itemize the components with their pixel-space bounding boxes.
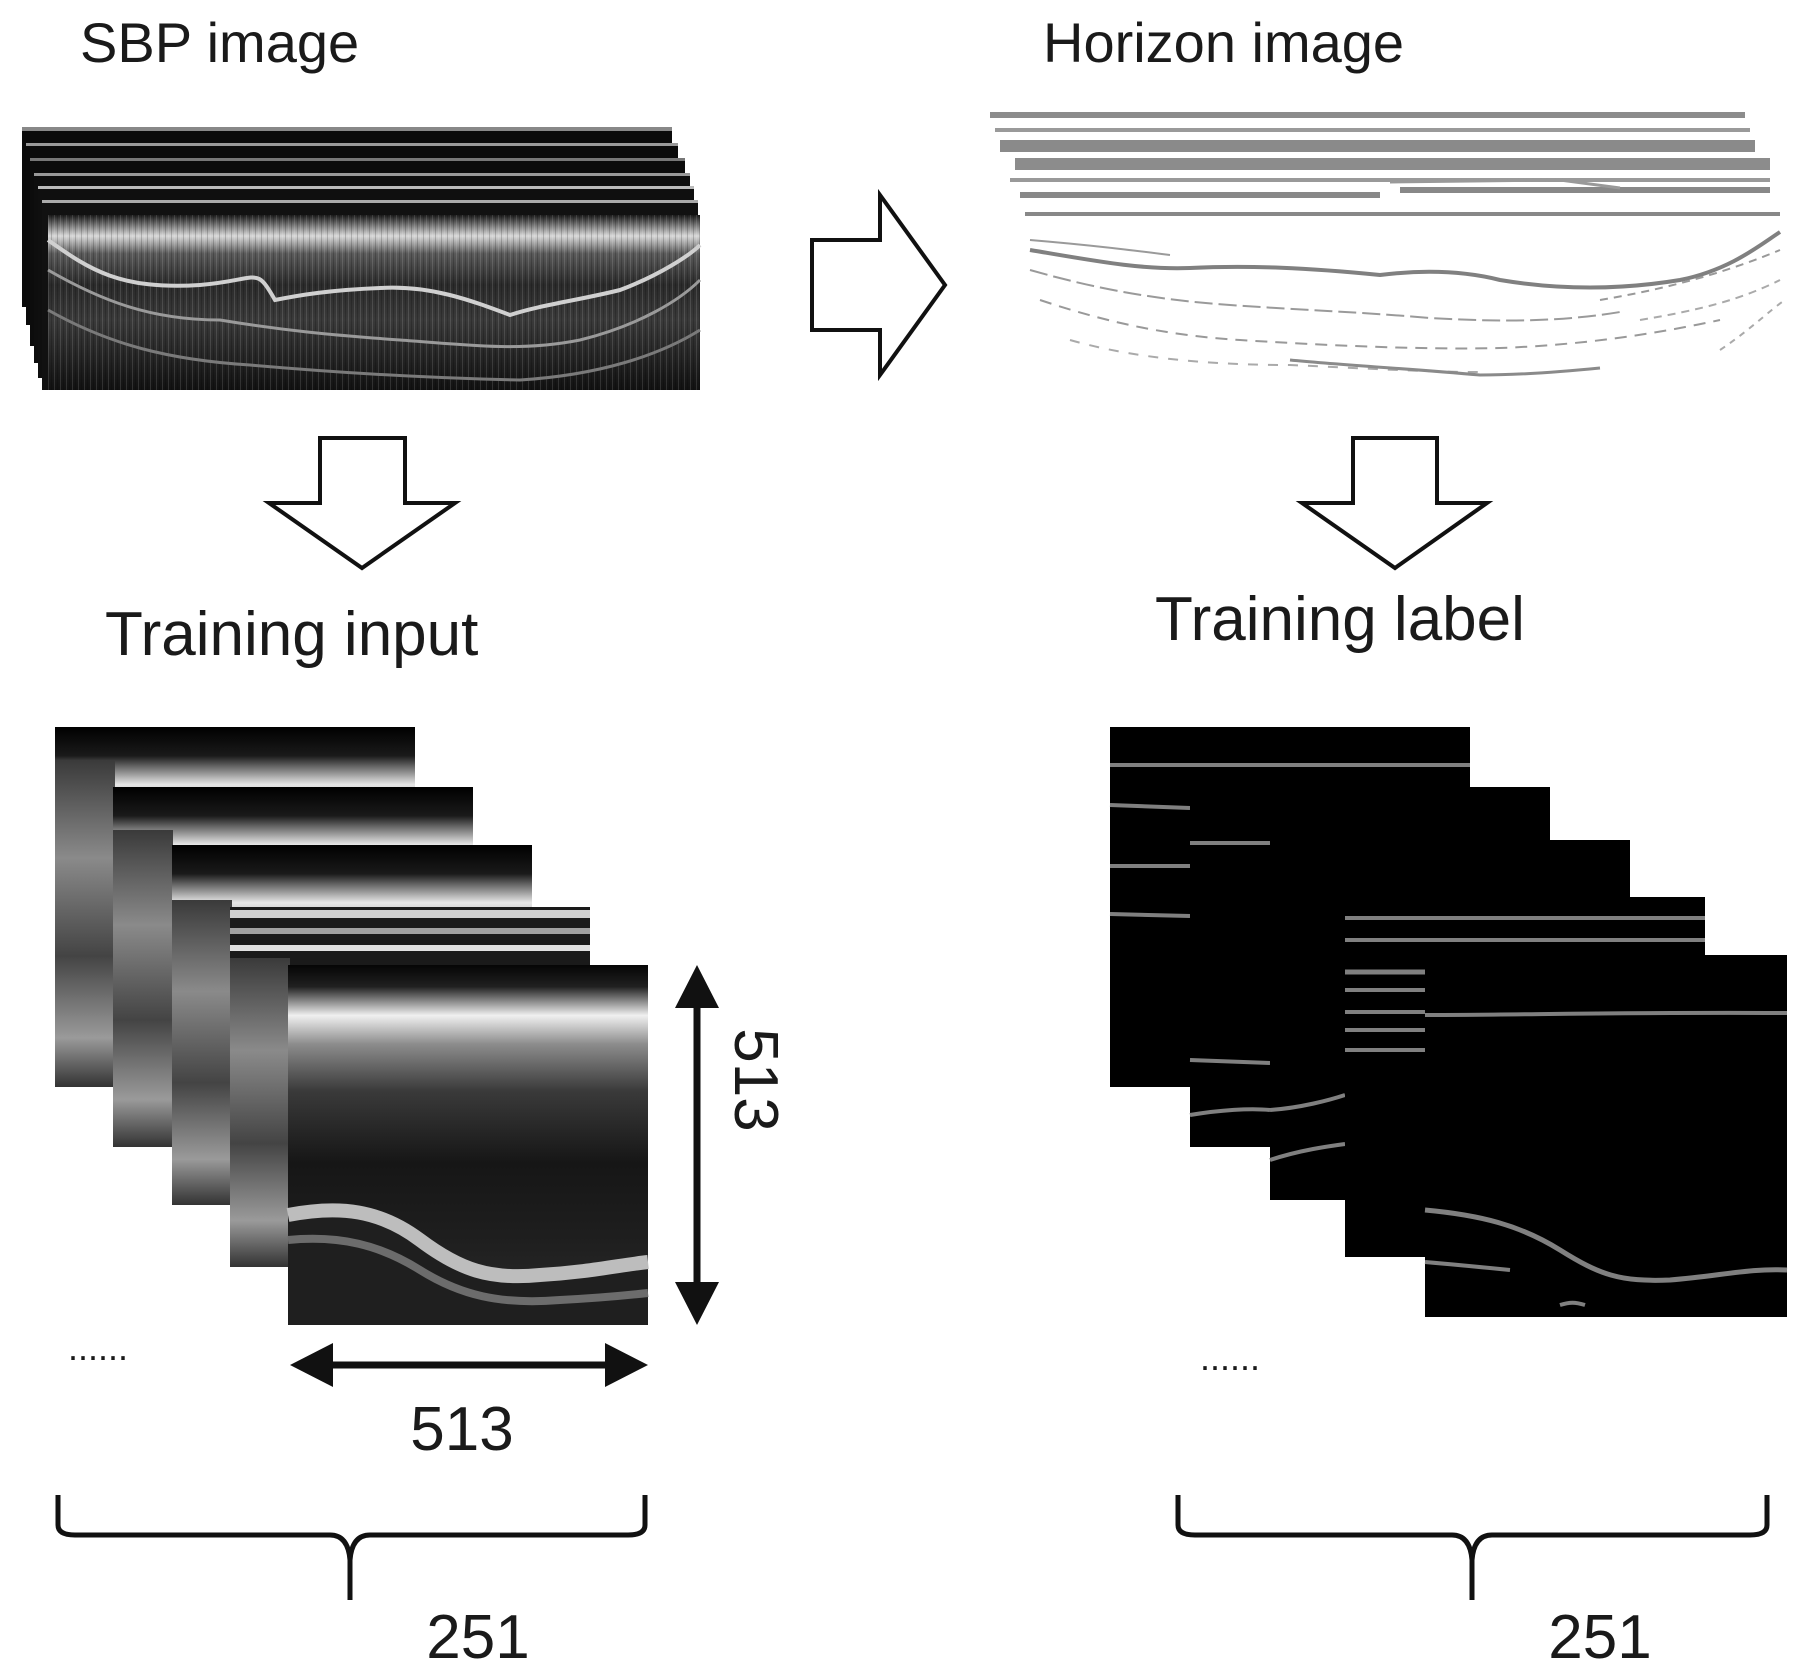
training-label-title: Training label: [1155, 585, 1525, 654]
width-dimension-arrow: [290, 1343, 648, 1387]
right-arrow-icon: [810, 188, 948, 382]
ellipsis-right: ......: [1200, 1337, 1260, 1378]
sbp-image-stack: [22, 127, 702, 390]
ellipsis-left: ......: [68, 1327, 128, 1368]
right-brace: [1175, 1495, 1770, 1600]
height-dimension-arrow: [675, 965, 719, 1325]
horizon-front-image: [1029, 230, 1786, 377]
width-dimension-label: 513: [410, 1395, 513, 1464]
horizon-image-stack: [990, 112, 1786, 377]
sbp-image-title: SBP image: [80, 11, 359, 74]
left-brace: [55, 1495, 648, 1600]
label-tile-front: [1424, 955, 1788, 1317]
height-dimension-label: 513: [721, 1028, 790, 1131]
input-tile-front: [286, 965, 649, 1325]
down-arrow-left-icon: [262, 436, 462, 571]
training-label-stack: [1109, 727, 1788, 1317]
horizon-image-title: Horizon image: [1043, 11, 1404, 74]
sbp-front-image: [46, 215, 702, 390]
right-count-label: 251: [1548, 1603, 1651, 1671]
training-input-title: Training input: [105, 600, 478, 669]
training-input-stack: [55, 727, 649, 1325]
left-count-label: 251: [426, 1603, 529, 1671]
down-arrow-right-icon: [1295, 436, 1494, 571]
